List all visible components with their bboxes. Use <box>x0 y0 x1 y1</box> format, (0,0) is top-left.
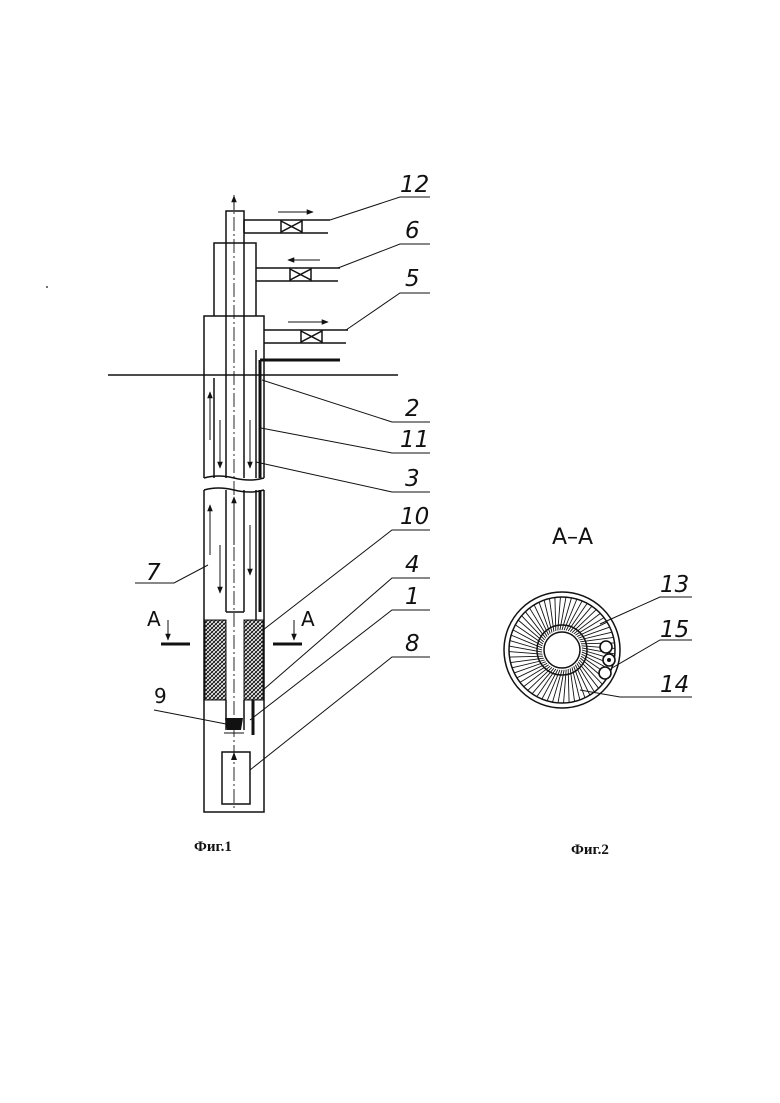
outlet-pipe-12 <box>244 212 330 233</box>
callout-12: 12 <box>400 172 429 198</box>
callout-11: 11 <box>400 427 429 453</box>
inner-tube <box>226 211 244 612</box>
figure-2-caption: Фиг.2 <box>571 842 609 858</box>
cross-section <box>504 592 620 708</box>
figure-2: A–A 13 15 14 Фиг.2 <box>504 525 692 858</box>
conductor-top <box>600 641 612 653</box>
callout-2: 2 <box>405 396 420 422</box>
figure-1-caption: Фиг.1 <box>194 839 232 855</box>
section-title: A–A <box>552 525 593 550</box>
heater-winding-right <box>244 620 263 700</box>
callout-6: 6 <box>405 218 420 244</box>
figure-1: A A 12 6 5 2 11 3 10 4 <box>108 172 430 855</box>
section-marker-left-label: A <box>147 607 161 631</box>
callout-3: 3 <box>405 466 420 492</box>
inlet-pipe-6 <box>256 260 340 281</box>
callout-8: 8 <box>405 631 420 657</box>
callout-15: 15 <box>660 617 689 643</box>
callout-14: 14 <box>660 672 689 698</box>
section-marker-right: A <box>273 607 315 644</box>
section-marker-left: A <box>147 607 190 644</box>
cable-11 <box>253 360 340 735</box>
callout-4: 4 <box>405 552 420 578</box>
callout-1: 1 <box>405 584 420 610</box>
stray-dot <box>46 286 48 288</box>
callout-10: 10 <box>400 504 429 530</box>
leader-lines <box>135 197 430 770</box>
heater-winding <box>205 620 226 700</box>
callout-5: 5 <box>405 266 420 292</box>
callout-9: 9 <box>154 684 167 708</box>
callout-13: 13 <box>660 572 689 598</box>
pump-arrow <box>231 752 237 760</box>
outlet-pipe-5 <box>264 322 348 343</box>
section-marker-right-label: A <box>301 607 315 631</box>
conductor-bottom <box>599 667 611 679</box>
callout-7: 7 <box>146 560 161 586</box>
